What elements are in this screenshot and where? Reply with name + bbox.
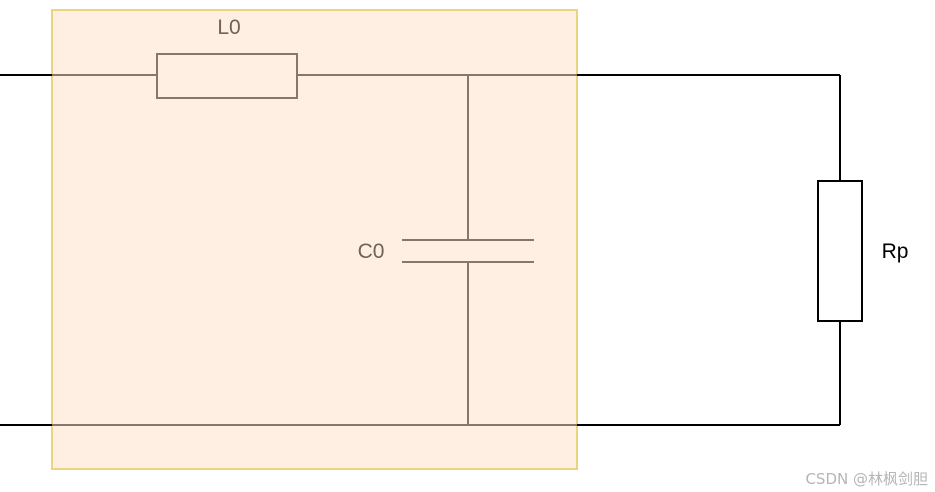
- capacitor-c0-symbol: [402, 239, 534, 263]
- watermark-text: CSDN @林枫剑胆: [805, 470, 928, 488]
- inductor-l0-symbol: [156, 53, 298, 99]
- capacitor-label: C0: [358, 240, 385, 263]
- inductor-label: L0: [217, 16, 240, 39]
- inner-wires: [52, 74, 577, 426]
- resistor-rp-symbol: [817, 180, 863, 322]
- resistor-label: Rp: [882, 240, 909, 263]
- outer-wires: [0, 74, 841, 426]
